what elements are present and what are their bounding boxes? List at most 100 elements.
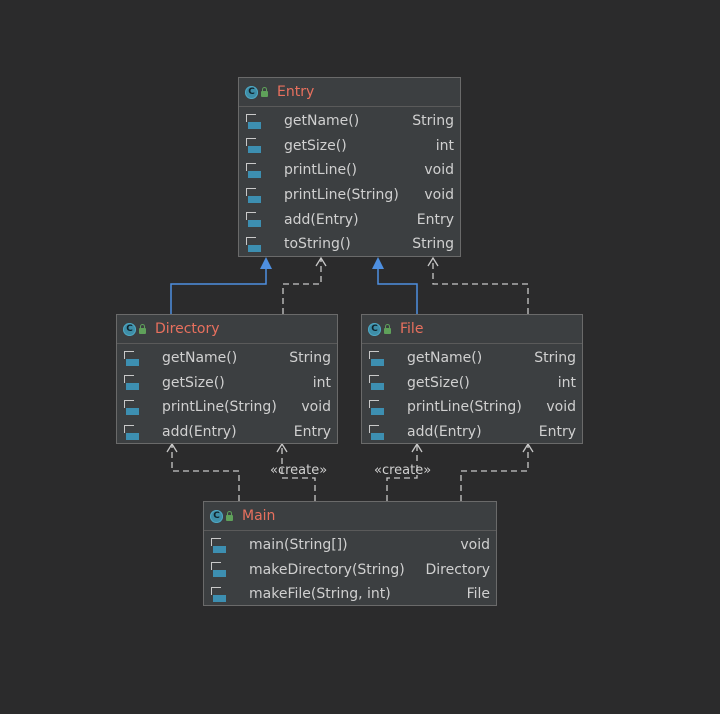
method-name: toString() [284, 236, 351, 253]
method-row[interactable]: printLine(String) void [117, 395, 337, 420]
method-icon [368, 399, 385, 416]
method-name: getName() [407, 350, 483, 367]
class-directory[interactable]: C Directory getName() String getSize() int… [116, 314, 338, 444]
class-main[interactable]: C Main main(String[]) void makeDirectory(… [203, 501, 497, 606]
method-row[interactable]: getSize() int [117, 371, 337, 396]
method-icon [245, 137, 262, 154]
method-name: printLine(String) [284, 187, 399, 204]
create-main-file [386, 442, 423, 501]
method-type: Directory [425, 561, 490, 578]
method-type: void [301, 399, 331, 416]
method-name: getName() [284, 113, 360, 130]
method-row[interactable]: add(Entry) Entry [239, 207, 460, 232]
method-icon [123, 350, 140, 367]
method-icon [210, 537, 227, 554]
create-label-right: «create» [374, 463, 432, 478]
class-icon: C [245, 85, 258, 99]
method-name: printLine() [284, 162, 357, 179]
method-type: Entry [293, 424, 331, 441]
method-icon [245, 211, 262, 228]
method-row[interactable]: getName() String [239, 109, 460, 134]
class-directory-methods: getName() String getSize() int printLine(S… [117, 344, 337, 444]
method-icon [245, 236, 262, 253]
method-icon [123, 399, 140, 416]
class-icon: C [210, 509, 223, 523]
method-type: void [546, 399, 576, 416]
method-name: main(String[]) [249, 537, 348, 554]
method-type: File [466, 586, 490, 603]
method-icon [368, 374, 385, 391]
method-icon [210, 586, 227, 603]
method-type: int [435, 137, 454, 154]
lock-icon [226, 510, 233, 521]
method-type: void [424, 187, 454, 204]
class-directory-header[interactable]: C Directory [117, 315, 337, 344]
inheritance-file-entry [372, 257, 418, 314]
method-type: Entry [416, 211, 454, 228]
method-type: int [312, 374, 331, 391]
dependency-directory-entry [282, 256, 327, 314]
inheritance-directory-entry [170, 257, 272, 314]
method-name: getSize() [162, 374, 225, 391]
method-row[interactable]: getName() String [362, 346, 582, 371]
lock-icon [384, 323, 391, 334]
class-main-header[interactable]: C Main [204, 502, 496, 531]
class-file[interactable]: C File getName() String getSize() int prin… [361, 314, 583, 444]
method-row[interactable]: printLine(String) void [239, 183, 460, 208]
class-file-header[interactable]: C File [362, 315, 582, 344]
method-name: getName() [162, 350, 238, 367]
class-main-methods: main(String[]) void makeDirectory(String)… [204, 531, 496, 607]
class-entry-header[interactable]: C Entry [239, 78, 460, 107]
method-type: void [424, 162, 454, 179]
dependency-file-entry [427, 256, 529, 314]
method-icon [123, 374, 140, 391]
method-row[interactable]: toString() String [239, 232, 460, 257]
method-type: void [460, 537, 490, 554]
class-directory-name: Directory [155, 321, 220, 337]
class-icon: C [123, 322, 136, 336]
method-icon [368, 350, 385, 367]
class-entry[interactable]: C Entry getName() String getSize() int pri… [238, 77, 461, 257]
method-row[interactable]: getName() String [117, 346, 337, 371]
method-type: String [534, 350, 576, 367]
class-file-name: File [400, 321, 424, 337]
method-type: Entry [538, 424, 576, 441]
class-file-methods: getName() String getSize() int printLine(S… [362, 344, 582, 444]
method-name: printLine(String) [162, 399, 277, 416]
method-type: String [412, 113, 454, 130]
method-name: makeFile(String, int) [249, 586, 391, 603]
create-main-directory [276, 442, 316, 501]
method-name: add(Entry) [284, 211, 359, 228]
method-row[interactable]: makeDirectory(String) Directory [204, 558, 496, 583]
method-row[interactable]: printLine() void [239, 158, 460, 183]
method-row[interactable]: main(String[]) void [204, 533, 496, 558]
method-icon [245, 113, 262, 130]
method-name: add(Entry) [407, 424, 482, 441]
method-row[interactable]: add(Entry) Entry [362, 420, 582, 445]
method-icon [210, 561, 227, 578]
method-type: String [412, 236, 454, 253]
method-row[interactable]: makeFile(String, int) File [204, 582, 496, 607]
class-icon: C [368, 322, 381, 336]
method-row[interactable]: getSize() int [239, 134, 460, 159]
method-row[interactable]: add(Entry) Entry [117, 420, 337, 445]
method-icon [368, 424, 385, 441]
method-name: printLine(String) [407, 399, 522, 416]
method-row[interactable]: printLine(String) void [362, 395, 582, 420]
class-entry-methods: getName() String getSize() int printLine()… [239, 107, 460, 257]
method-type: String [289, 350, 331, 367]
method-name: getSize() [407, 374, 470, 391]
method-name: makeDirectory(String) [249, 561, 405, 578]
lock-icon [261, 86, 268, 97]
dependency-main-directory [166, 442, 240, 501]
method-name: add(Entry) [162, 424, 237, 441]
create-label-left: «create» [270, 463, 328, 478]
dependency-main-file [460, 442, 534, 501]
method-row[interactable]: getSize() int [362, 371, 582, 396]
method-name: getSize() [284, 137, 347, 154]
method-type: int [557, 374, 576, 391]
method-icon [245, 187, 262, 204]
method-icon [245, 162, 262, 179]
class-main-name: Main [242, 508, 276, 524]
